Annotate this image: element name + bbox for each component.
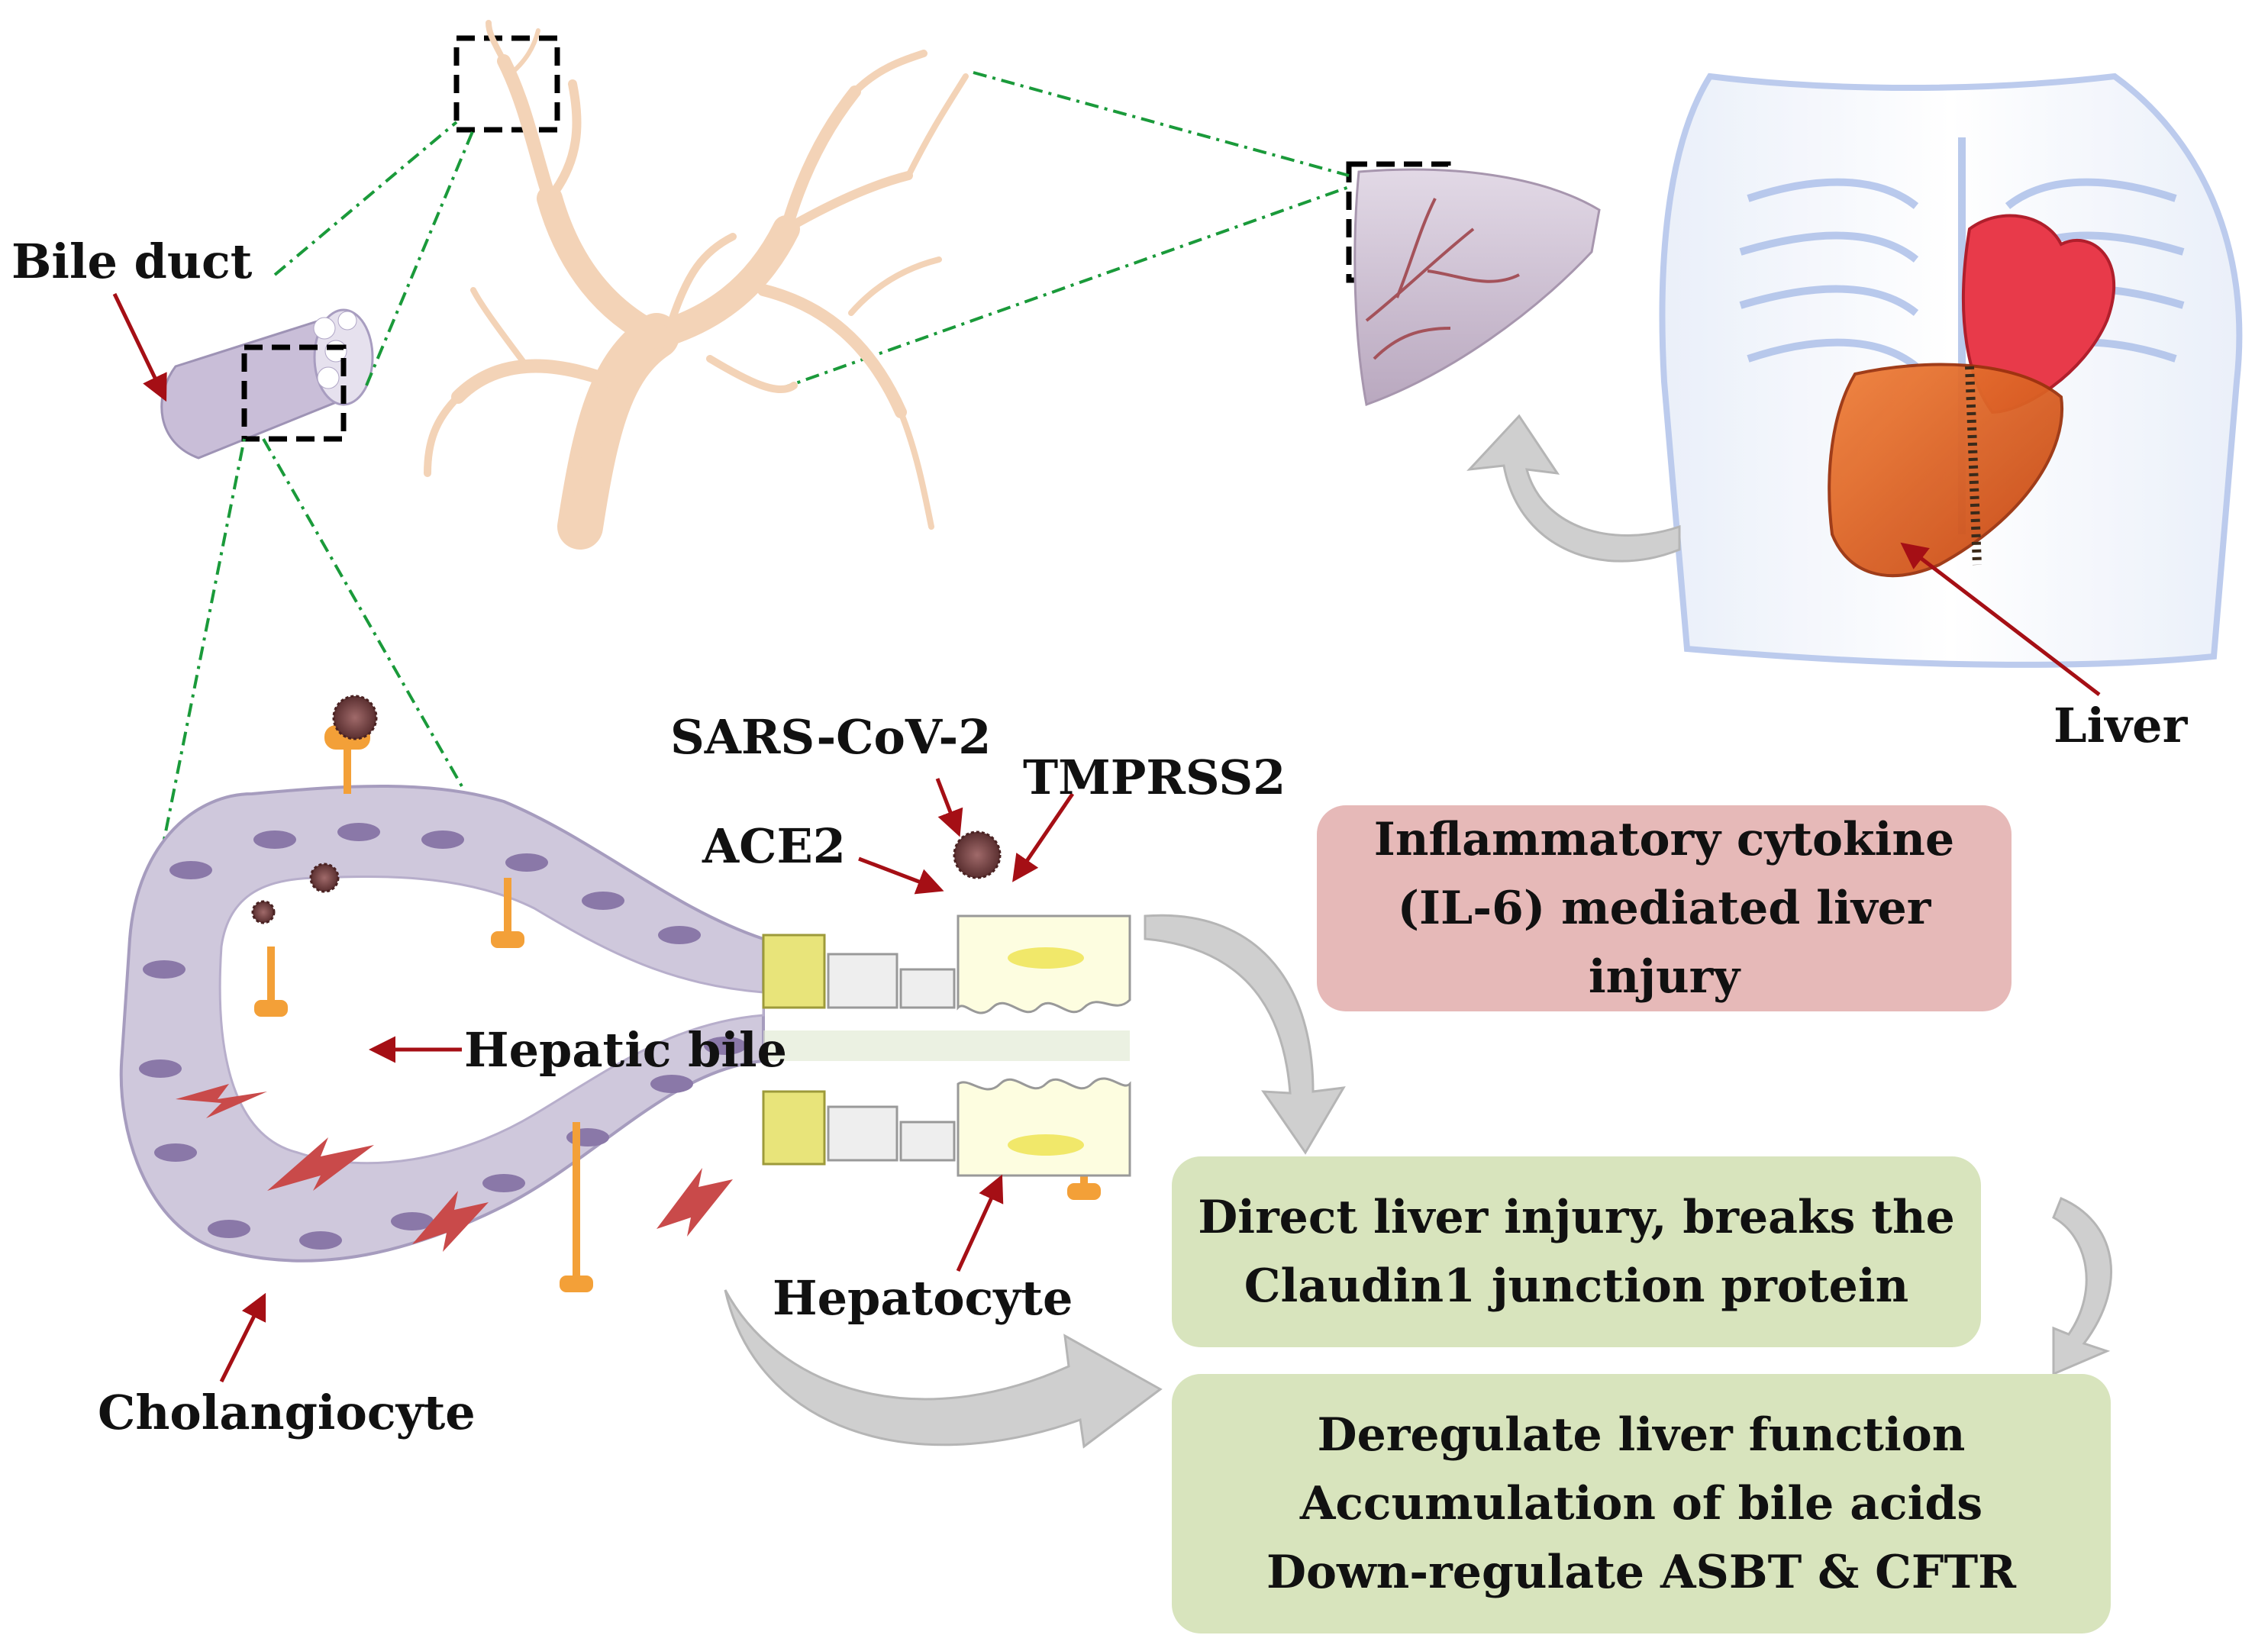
box-deregulate-line: Down-regulate ASBT & CFTR [1266,1546,2017,1599]
box-direct-line: Direct liver injury, breaks the [1198,1191,1955,1244]
label-tmprss2: TMPRSS2 [1023,750,1286,805]
liver-lobe-illustration [1353,168,1601,407]
torso-illustration [1659,73,2243,668]
label-pointers [112,292,2101,1383]
label-cholangiocyte: Cholangiocyte [98,1385,476,1440]
box-deregulate-liver-function: Deregulate liver function Accumulation o… [1172,1374,2111,1633]
box-inflammatory-line: (IL-6) mediated liver [1397,882,1931,935]
bile-duct-lumen [119,785,765,1263]
box-inflammatory-line: Inflammatory cytokine [1373,813,1955,866]
box-deregulate-line: Deregulate liver function [1317,1408,1966,1462]
label-hepatic-bile: Hepatic bile [464,1022,787,1078]
box-deregulate-line: Accumulation of bile acids [1299,1477,1983,1530]
biliary-tree-illustration [424,20,969,550]
label-ace2: ACE2 [702,818,846,874]
zoom-guide-lines [147,71,1350,917]
box-direct-line: Claudin1 junction protein [1244,1259,1909,1313]
label-hepatocyte: Hepatocyte [773,1270,1073,1326]
hepatocyte-plates [762,914,1131,1177]
label-sars-cov-2: SARS-CoV-2 [670,709,992,765]
zoom-box-bile-tree [453,35,560,133]
box-inflammatory-line: injury [1588,950,1741,1004]
box-direct-liver-injury: Direct liver injury, breaks the Claudin1… [1172,1156,1981,1347]
label-liver: Liver [2053,698,2188,753]
box-inflammatory-cytokine: Inflammatory cytokine (IL-6) mediated li… [1317,805,2012,1011]
bile-duct-illustration [160,308,374,460]
flow-arrows [724,414,2113,1449]
zoom-box-bile-duct [241,344,347,442]
label-bile-duct: Bile duct [11,234,253,289]
